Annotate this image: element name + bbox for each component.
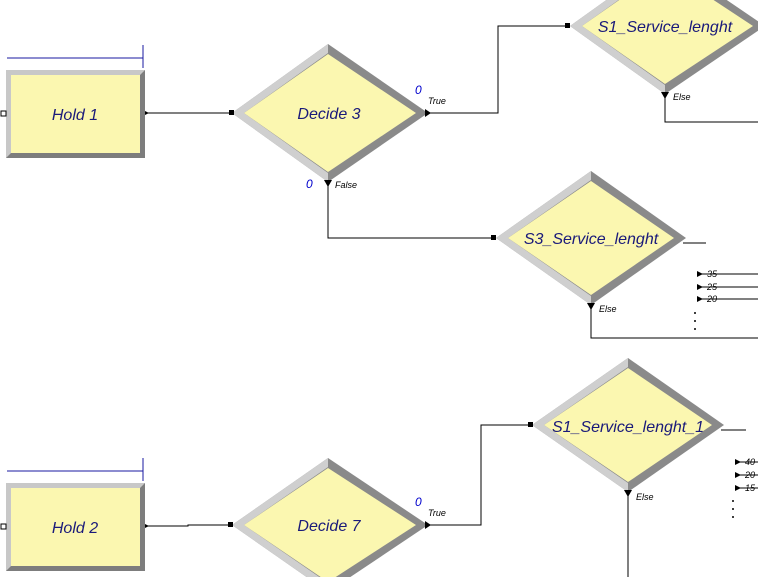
decide3-true-counter: 0: [415, 83, 422, 97]
decide3-false-arrow: [324, 180, 332, 187]
s1-1-out-label-1: 40: [745, 457, 755, 467]
s1-service-input-port[interactable]: [565, 23, 570, 28]
connector-s3-else[interactable]: [590, 306, 758, 339]
s1-service-1-else-arrow: [624, 490, 632, 497]
s3-out-arrow-2: [697, 284, 703, 290]
s1-1-out-arrow-1: [735, 459, 741, 465]
hold1-input-port[interactable]: [0, 110, 7, 117]
s1-1-out-label-2: 20: [744, 470, 755, 480]
s3-out-arrow-1: [697, 271, 703, 277]
decide3-true-label: True: [428, 96, 446, 106]
s1-service-1-module[interactable]: S1_Service_lenght_1 Else 40 20 15: [528, 358, 756, 518]
decide7-true-label: True: [428, 508, 446, 518]
hold1-module[interactable]: Hold 1: [0, 45, 149, 158]
s3-out-label-1: 35: [707, 269, 718, 279]
s1-service-1-input-port[interactable]: [528, 422, 533, 427]
connectors: [147, 25, 758, 577]
decide7-label: Decide 7: [297, 518, 361, 535]
decide3-false-label: False: [335, 180, 357, 190]
hold2-module[interactable]: Hold 2: [0, 458, 149, 571]
decide7-module[interactable]: Decide 7 True 0: [228, 458, 446, 577]
connector-decide3-false-s3[interactable]: [327, 184, 494, 239]
hold2-input-port[interactable]: [0, 523, 7, 530]
s3-service-else-label: Else: [599, 304, 617, 314]
hold1-label: Hold 1: [52, 107, 98, 124]
s1-service-else-arrow: [661, 92, 669, 99]
hold1-output-arrow: [145, 111, 149, 115]
s1-service-1-else-label: Else: [636, 492, 654, 502]
connector-decide3-true-s1[interactable]: [428, 25, 568, 114]
decide7-true-arrow: [425, 521, 431, 529]
s1-service-else-label: Else: [673, 92, 691, 102]
s3-service-module[interactable]: S3_Service_lenght Else 35 25 20: [491, 171, 718, 330]
decide7-true-counter: 0: [415, 495, 422, 509]
s3-more-dot-1: [694, 312, 696, 314]
s3-service-outputs: 35 25 20: [694, 269, 718, 330]
decide3-false-counter: 0: [306, 177, 313, 191]
hold2-output-arrow: [145, 524, 149, 528]
s1-service-module[interactable]: S1_Service_lenght Else: [565, 0, 758, 102]
s1-service-1-outputs: 40 20 15: [732, 457, 756, 518]
decide3-true-arrow: [425, 109, 431, 117]
s1-1-out-arrow-2: [735, 472, 741, 478]
s3-more-dot-2: [694, 320, 696, 322]
s3-out-label-3: 20: [706, 294, 717, 304]
s1-service-1-label: S1_Service_lenght_1: [552, 419, 704, 436]
decide7-input-port[interactable]: [228, 522, 233, 527]
s3-service-input-port[interactable]: [491, 235, 496, 240]
decide3-module[interactable]: Decide 3 True False 0 0: [229, 44, 446, 191]
decide3-label: Decide 3: [297, 106, 360, 123]
s3-service-label: S3_Service_lenght: [524, 231, 659, 248]
s1-1-out-label-3: 15: [745, 483, 756, 493]
hold2-label: Hold 2: [52, 520, 98, 537]
s1-1-more-dot-3: [732, 516, 734, 518]
s1-service-label: S1_Service_lenght: [598, 19, 733, 36]
s1-1-more-dot-2: [732, 508, 734, 510]
connector-hold2-decide7[interactable]: [147, 524, 230, 527]
s3-service-else-arrow: [587, 303, 595, 310]
connector-decide7-true-s1-1[interactable]: [428, 424, 530, 526]
s1-1-more-dot-1: [732, 500, 734, 502]
s3-more-dot-3: [694, 328, 696, 330]
decide3-input-port[interactable]: [229, 110, 234, 115]
s3-out-arrow-3: [697, 296, 703, 302]
connector-s1-else[interactable]: [664, 94, 758, 123]
s3-out-label-2: 25: [706, 282, 718, 292]
s1-1-out-arrow-3: [735, 485, 741, 491]
